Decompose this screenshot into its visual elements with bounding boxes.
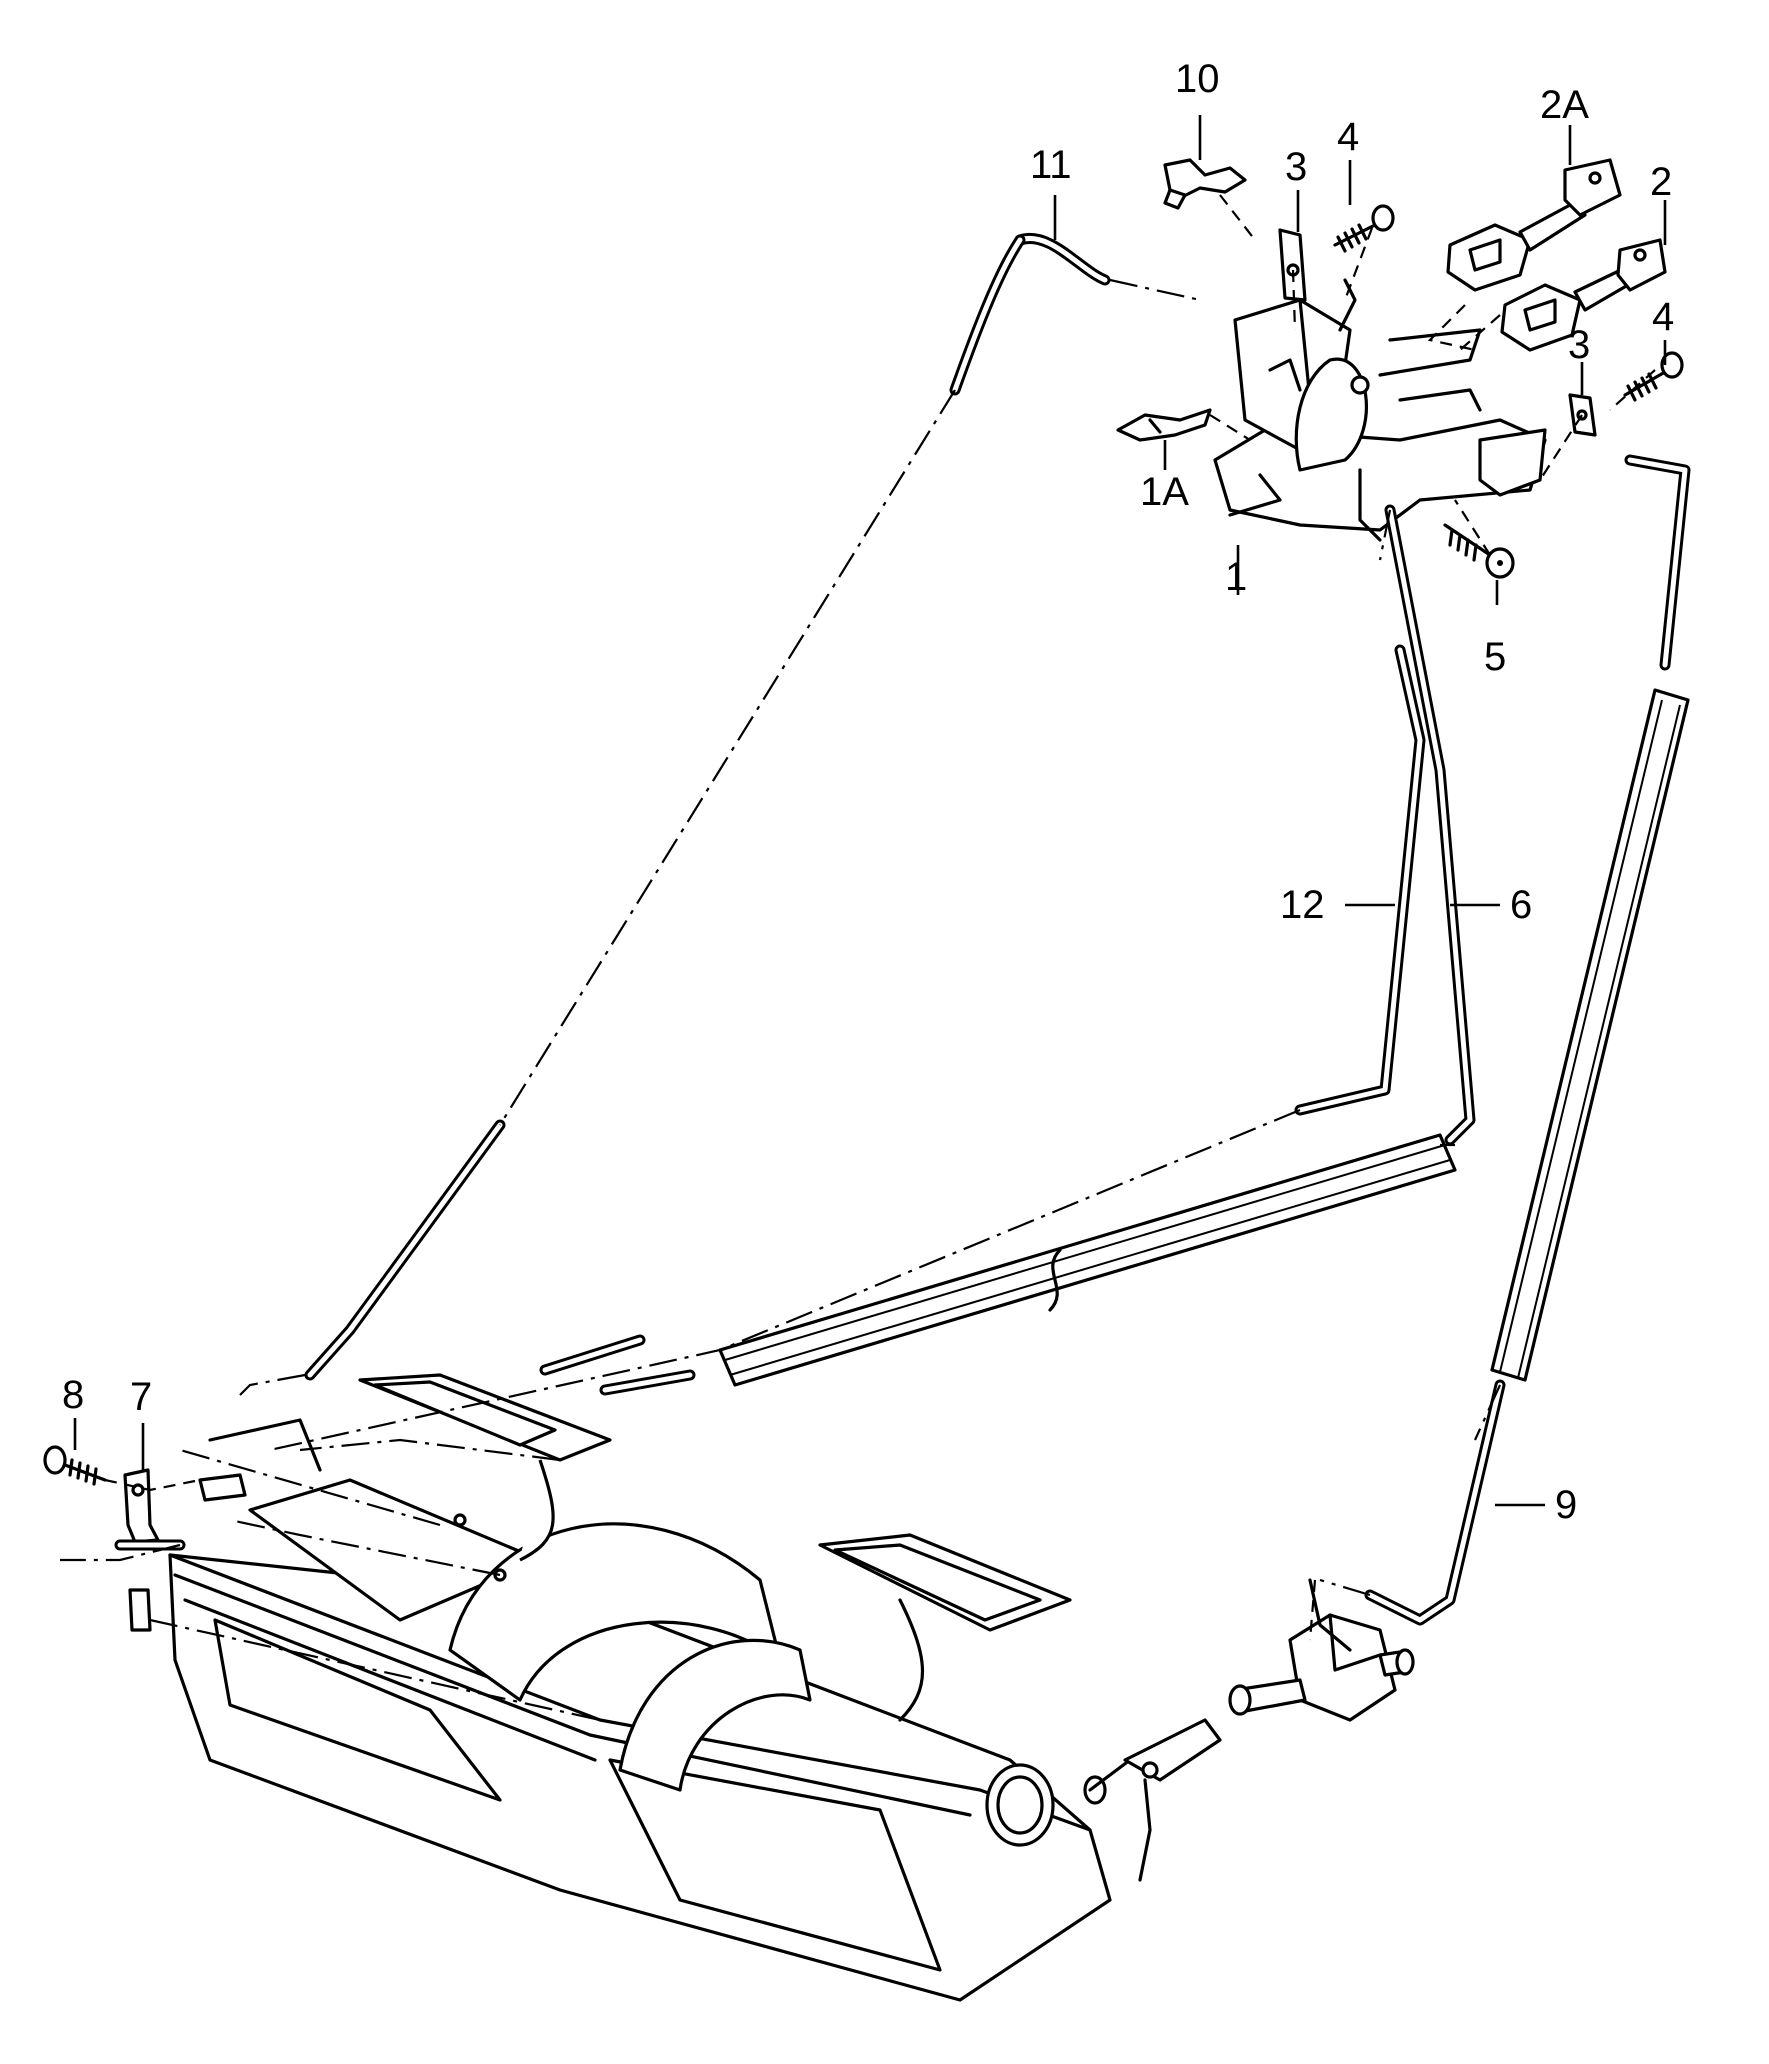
plate-3-left-part [1278,228,1307,302]
heater-box-part [114,1373,1222,2002]
callout-11: 11 [1030,143,1072,187]
screw-4-right-part [1623,351,1684,402]
callout-6: 6 [1510,883,1532,927]
clip-1a-part [1116,408,1212,442]
callout-3-right: 3 [1568,323,1590,367]
callout-4-right: 4 [1652,295,1674,339]
callout-1: 1 [1225,555,1247,599]
buckle-2-part [1500,238,1667,352]
buckle-2a-part [1446,158,1622,292]
callout-12: 12 [1280,883,1325,927]
callout-2: 2 [1650,160,1672,204]
callout-5: 5 [1484,635,1506,679]
leader-lines [73,115,1667,1507]
callout-2a: 2A [1540,83,1589,127]
heater-valve-part [1228,1578,1415,1722]
callout-4-top: 4 [1337,115,1359,159]
callout-3-top: 3 [1285,145,1307,189]
connection-lines [60,194,1656,1722]
cable-9-part [1364,454,1691,1626]
screw-5-part [1443,523,1515,579]
bracket-7-part [123,1468,160,1544]
control-bracket-part [1213,278,1547,542]
screw-4-top-part [1333,204,1395,253]
callout-1a: 1A [1140,470,1189,514]
callout-7: 7 [130,1375,152,1419]
cable-12-part [1294,644,1426,1116]
plate-3-right-part [1568,393,1597,437]
callout-10: 10 [1175,57,1220,101]
seal-strip-part [539,1133,1457,1396]
cable-6-part [1384,504,1476,1146]
cable-11-part [304,232,1111,1381]
screw-8-part [43,1445,107,1486]
callout-9: 9 [1555,1483,1577,1527]
callout-labels: 1 1A 2 2A 3 3 4 4 5 6 7 8 9 10 11 12 [62,57,1674,1527]
callout-8: 8 [62,1373,84,1417]
clip-10-part [1163,158,1247,210]
